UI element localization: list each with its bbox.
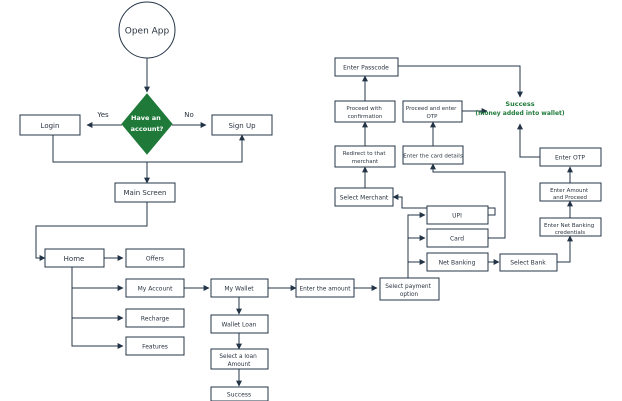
select-bank-node: Select Bank [499,253,558,272]
select-loan-amount-label: Select a loan Amount [219,354,258,368]
edge-card-to-carddetails [430,163,506,239]
wallet-loan-label: Wallet Loan [222,322,257,329]
enter-amount-proceed-node: Enter Amount and Proceed [539,182,602,202]
edge-otp-to-success [517,123,540,158]
edge-passcode-to-success [398,65,523,98]
home-label: Home [64,255,85,263]
enter-otp-right-label: Enter OTP [555,155,585,162]
have-account-label-line2: account? [131,125,164,133]
proceed-confirmation-label: Proceed with confirmation [346,106,383,120]
offers-node: Offers [125,248,185,268]
main-screen-label: Main Screen [123,189,166,197]
my-account-node: My Account [125,278,185,298]
net-banking-node: Net Banking [426,252,489,272]
edge-payment-to-upi [407,212,426,278]
edge-selectbank-to-creds [557,235,573,263]
upi-node: UPI [426,205,489,225]
card-label: Card [450,236,464,243]
edge-main-to-home [35,202,148,261]
select-payment-option-label: Select payment option [385,284,432,298]
open-app-label: Open App [125,27,170,37]
yes-label: Yes [96,111,109,119]
success-sub-label: (money added into wallet) [475,110,565,117]
success-main-label: Success [505,100,534,108]
have-account-decision: Have an account? [121,93,173,155]
enter-net-banking-label: Enter Net Banking credentials [544,223,596,236]
features-label: Features [142,344,168,351]
recharge-label: Recharge [141,316,170,323]
recharge-node: Recharge [125,308,185,328]
enter-card-details-node: Enter the card details [402,145,464,165]
redirect-merchant-node: Redirect to that merchant [334,145,396,168]
edge-home-to-features [71,318,124,349]
success-bottom-label: Success [227,392,251,399]
success-bottom-node: Success [210,386,269,401]
edge-home-to-myaccount [71,266,124,291]
svg-text:Have an account?: Have an account? [131,114,164,133]
sign-up-node: Sign Up [211,114,273,136]
select-merchant-node: Select Merchant [334,187,394,207]
enter-amount-node: Enter the amount [295,278,355,298]
wallet-loan-node: Wallet Loan [210,314,269,334]
enter-amount-label: Enter the amount [299,287,351,293]
success-main-node: Success (money added into wallet) [475,100,565,117]
login-label: Login [41,122,60,130]
nodes: Open App Have an account? Yes No Login S… [19,1,602,401]
home-node: Home [44,248,105,268]
enter-passcode-node: Enter Passcode [334,57,399,77]
enter-otp-right-node: Enter OTP [539,147,602,167]
select-merchant-label: Select Merchant [340,195,389,202]
enter-card-details-label: Enter the card details [403,154,463,160]
no-label: No [184,111,194,119]
net-banking-label: Net Banking [439,260,476,267]
my-account-label: My Account [138,286,174,293]
edges [35,58,573,387]
have-account-label-line1: Have an [131,114,161,122]
my-wallet-node: My Wallet [210,278,269,298]
enter-passcode-label: Enter Passcode [343,65,389,72]
my-wallet-label: My Wallet [224,286,254,293]
login-node: Login [19,114,81,136]
proceed-confirmation-node: Proceed with confirmation [334,100,396,123]
card-node: Card [426,228,489,248]
enter-net-banking-node: Enter Net Banking credentials [539,217,602,237]
select-loan-amount-node: Select a loan Amount [210,348,269,370]
main-screen-node: Main Screen [114,182,176,203]
open-app-node: Open App [118,1,176,59]
select-bank-label: Select Bank [510,260,546,267]
proceed-enter-otp-node: Proceed and enter OTP [402,100,463,123]
sign-up-label: Sign Up [228,122,256,130]
offers-label: Offers [146,256,164,263]
edge-home-to-recharge [71,288,124,321]
select-payment-option-node: Select payment option [379,277,440,301]
redirect-merchant-label: Redirect to that merchant [343,151,388,165]
upi-label: UPI [452,213,462,220]
features-node: Features [125,336,185,356]
enter-amount-proceed-label: Enter Amount and Proceed [550,188,590,201]
proceed-enter-otp-label: Proceed and enter OTP [406,106,458,120]
